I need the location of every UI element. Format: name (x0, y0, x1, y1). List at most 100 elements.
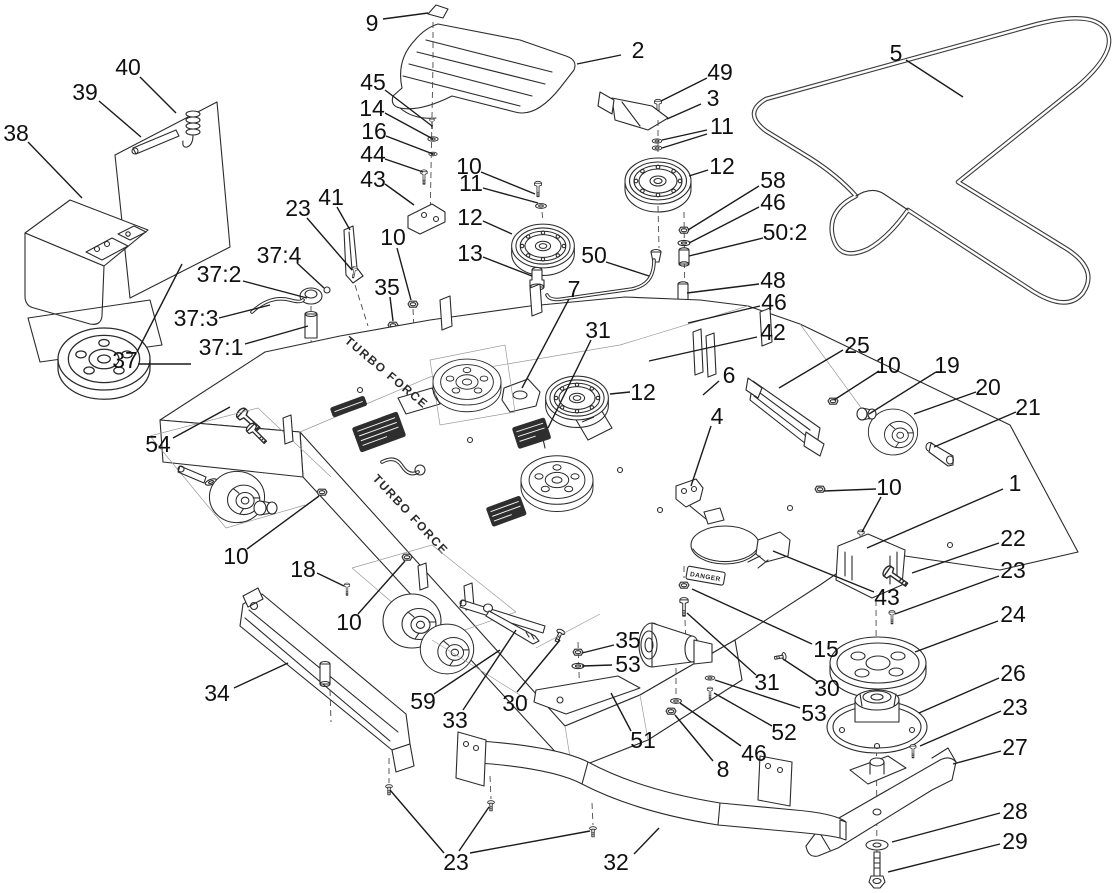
callout-53-36: 53 (801, 700, 827, 726)
callout-6-50: 6 (723, 362, 736, 388)
deck-pulleys (27, 299, 609, 512)
callout-37-19: 37 (112, 347, 138, 373)
leader-line-43 (384, 183, 415, 206)
leader-line-10 (480, 171, 536, 195)
callout-7-73: 7 (568, 276, 581, 302)
leader-line-12 (688, 169, 709, 177)
discharge-deflector (391, 4, 576, 119)
callout-37:1-18: 37:1 (199, 334, 244, 360)
leader-line-19 (868, 371, 937, 415)
callout-23-11: 23 (285, 195, 311, 221)
callout-58-44: 58 (760, 167, 786, 193)
callout-16-8: 16 (361, 118, 387, 144)
callout-40-3: 40 (115, 54, 141, 80)
callout-46-45: 46 (760, 189, 786, 215)
grease-fitting-group (250, 286, 331, 361)
leader-line-23 (458, 806, 490, 852)
leader-line-23 (389, 789, 445, 854)
leader-line-7 (521, 298, 570, 389)
leader-line-23 (894, 575, 1000, 615)
leader-line-49 (660, 77, 708, 102)
callout-44-9: 44 (360, 141, 386, 167)
baffle-plate-group (431, 613, 641, 715)
leader-line-35 (389, 296, 394, 322)
callout-32-28: 32 (603, 849, 629, 875)
leader-line-6 (702, 380, 720, 396)
lift-link (675, 478, 725, 525)
callout-23-64: 23 (1002, 694, 1028, 720)
deck-body: DANGER TURBO FORCE TURBO FORCE (159, 283, 1079, 771)
discharge-opening (690, 525, 760, 565)
leader-line-23 (306, 217, 353, 271)
leader-line-50:2 (688, 237, 764, 257)
roller-group (351, 544, 546, 675)
callout-11-69: 11 (459, 170, 483, 196)
discharge-curtain-group (385, 731, 847, 841)
leader-line-51 (610, 692, 632, 732)
spindle-pulley (829, 636, 927, 699)
callout-28-66: 28 (1002, 798, 1028, 824)
leader-line-10 (861, 496, 882, 533)
right-side-parts (675, 377, 955, 625)
leader-line-23 (919, 710, 1002, 747)
callout-31-74: 31 (585, 317, 611, 343)
callout-10-21: 10 (223, 543, 249, 569)
callout-52-37: 52 (771, 719, 797, 745)
hardware-column-left (343, 61, 446, 351)
callout-1-58: 1 (1009, 470, 1022, 496)
callout-37:2-15: 37:2 (197, 261, 242, 287)
callout-46-48: 46 (761, 289, 787, 315)
latch-spring (182, 110, 201, 148)
callout-9-0: 9 (366, 10, 379, 36)
leader-line-42 (648, 336, 758, 362)
leader-line-9 (382, 12, 429, 20)
callout-22-59: 22 (1000, 525, 1026, 551)
leader-line-10 (823, 488, 877, 492)
callout-24-62: 24 (1000, 601, 1026, 627)
leader-line-32 (633, 827, 660, 855)
callout-39-4: 39 (72, 79, 98, 105)
callout-48-47: 48 (760, 267, 786, 293)
blade-washer (865, 839, 889, 851)
leader-line-30 (782, 658, 819, 683)
blade-bolt (868, 851, 886, 889)
callout-43-61: 43 (874, 584, 900, 610)
callout-10-57: 10 (876, 474, 902, 500)
leader-line-1 (866, 488, 1004, 549)
anti-scalp-wheel-left (208, 470, 266, 524)
leader-line-46 (679, 702, 742, 747)
leader-line-15 (691, 588, 813, 645)
leader-line-20 (913, 391, 977, 415)
leader-line-34 (233, 662, 289, 689)
leader-line-37:4 (296, 262, 325, 289)
callout-12-43: 12 (709, 153, 735, 179)
left-front-parts (149, 405, 475, 773)
leader-line-13 (482, 256, 533, 277)
leader-line-45 (384, 89, 433, 127)
leader-line-31 (686, 612, 757, 676)
leader-line-28 (891, 812, 1001, 843)
callout-23-27: 23 (443, 849, 469, 875)
spindle-assembly (826, 689, 928, 754)
callout-25-52: 25 (844, 332, 870, 358)
callout-26-63: 26 (1000, 660, 1026, 686)
callout-4-51: 4 (711, 403, 724, 429)
leader-line-30 (516, 639, 561, 693)
wheel-spacer (856, 407, 877, 421)
leader-line-37 (136, 263, 183, 353)
leader-line-25 (778, 349, 844, 389)
leader-line-44 (384, 158, 424, 173)
idler-column-right (545, 91, 692, 302)
leader-line-27 (952, 750, 1002, 765)
callout-46-38: 46 (741, 740, 767, 766)
belt-guide-plate (343, 225, 364, 284)
callout-3-41: 3 (707, 85, 720, 111)
callout-35-29: 35 (615, 627, 641, 653)
leader-line-53 (581, 664, 613, 667)
leader-line-53 (714, 679, 801, 709)
callout-33-26: 33 (442, 707, 468, 733)
leader-line-37:3 (218, 304, 271, 319)
leader-line-16 (385, 135, 434, 155)
leader-line-11 (661, 133, 708, 149)
